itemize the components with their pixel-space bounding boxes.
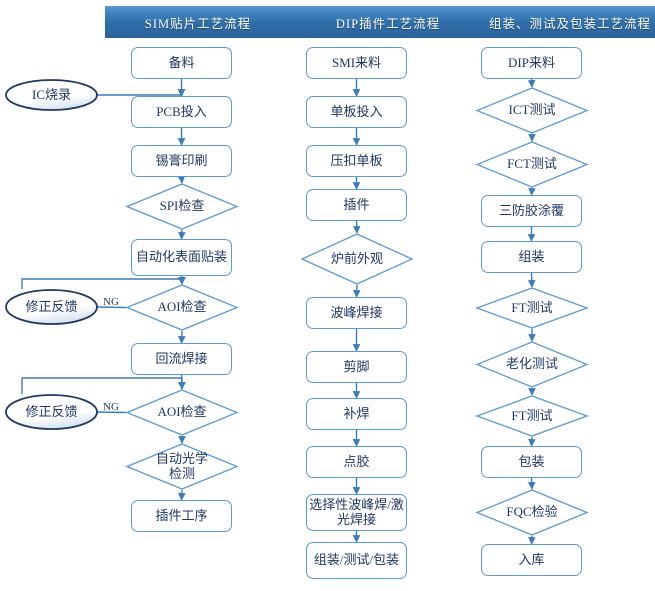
process-box-c2n11[interactable]: 组装/测试/包装 — [306, 542, 407, 579]
node-label: 回流焊接 — [155, 350, 208, 366]
process-box-c2n3[interactable]: 压扣单板 — [306, 145, 407, 177]
node-label: 剪脚 — [343, 358, 370, 374]
terminator-ellipse-c1e1[interactable]: IC烧录 — [4, 78, 99, 112]
connector — [527, 78, 536, 88]
process-box-c3n4[interactable]: 三防胶涂覆 — [481, 195, 582, 227]
node-label: 锡膏印刷 — [155, 152, 208, 168]
process-box-c1n2[interactable]: PCB投入 — [131, 96, 232, 128]
connector — [527, 272, 536, 288]
decision-diamond-c3n2[interactable]: ICT测试 — [475, 87, 589, 134]
node-label: 点胶 — [343, 453, 370, 469]
node-label: 备料 — [168, 54, 195, 70]
process-box-c2n7[interactable]: 剪脚 — [306, 351, 407, 383]
decision-diamond-c3n10[interactable]: FQC检验 — [475, 489, 589, 536]
decision-diamond-c1n6[interactable]: AOI检查 — [125, 284, 239, 331]
node-label: 组装/测试/包装 — [313, 552, 400, 568]
process-box-c1n5[interactable]: 自动化表面贴装 — [131, 239, 232, 276]
node-label: 压扣单板 — [330, 152, 383, 168]
node-label: 三防胶涂覆 — [498, 202, 564, 218]
node-label: DIP来料 — [508, 54, 555, 70]
node-label: PCB投入 — [156, 103, 207, 119]
connector — [528, 436, 536, 447]
process-box-c2n9[interactable]: 点胶 — [306, 446, 407, 478]
process-box-c2n6[interactable]: 波峰焊接 — [306, 297, 407, 329]
process-box-c1n1[interactable]: 备料 — [131, 47, 232, 79]
connector — [178, 489, 186, 501]
connector — [352, 220, 361, 234]
connector — [177, 275, 186, 285]
connector — [177, 330, 186, 344]
banner-label: 组装、测试及包装工艺流程 — [488, 16, 651, 31]
node-label: 包装 — [518, 453, 545, 469]
process-box-c3n9[interactable]: 包装 — [481, 446, 582, 478]
decision-diamond-c3n6[interactable]: FT测试 — [475, 287, 589, 329]
node-label: 组装 — [518, 248, 545, 264]
node-label: 补焊 — [343, 405, 370, 421]
connector — [352, 284, 361, 298]
banner-label: DIP插件工艺流程 — [335, 16, 441, 31]
process-box-c2n10[interactable]: 选择性波峰焊/激光焊接 — [306, 494, 407, 531]
terminator-ellipse-c1e2[interactable]: 修正反馈 — [4, 288, 99, 326]
process-box-c2n2[interactable]: 单板投入 — [306, 96, 407, 128]
process-box-c1n10[interactable]: 插件工序 — [131, 500, 232, 532]
node-label: 单板投入 — [330, 103, 383, 119]
terminator-ellipse-c1e3[interactable]: 修正反馈 — [4, 393, 99, 431]
process-box-c3n1[interactable]: DIP来料 — [481, 47, 582, 79]
node-label: 入库 — [518, 551, 545, 567]
node-label: 自动化表面贴装 — [135, 249, 227, 265]
banner-label: SIM贴片工艺流程 — [144, 16, 252, 31]
node-label: 波峰焊接 — [330, 304, 383, 320]
connector — [528, 535, 536, 545]
process-box-c1n7[interactable]: 回流焊接 — [131, 343, 232, 375]
edge-label-ng: NG — [103, 401, 119, 413]
node-label: 插件 — [343, 196, 370, 212]
decision-diamond-c3n3[interactable]: FCT测试 — [475, 141, 589, 188]
decision-diamond-c3n8[interactable]: FT测试 — [475, 395, 589, 437]
process-box-c1n3[interactable]: 锡膏印刷 — [131, 145, 232, 177]
connector — [178, 229, 186, 240]
node-label: 选择性波峰焊/激光焊接 — [309, 496, 404, 527]
decision-diamond-c1n9[interactable]: 自动光学检测 — [125, 443, 239, 490]
decision-diamond-c3n7[interactable]: 老化测试 — [475, 341, 589, 388]
decision-diamond-c2n5[interactable]: 炉前外观 — [300, 233, 414, 285]
decision-diamond-c1n4[interactable]: SPI检查 — [125, 183, 239, 230]
connector — [527, 477, 536, 490]
process-box-c2n1[interactable]: SMI来料 — [306, 47, 407, 79]
process-box-c2n4[interactable]: 插件 — [306, 189, 407, 221]
process-box-c2n8[interactable]: 补焊 — [306, 398, 407, 430]
connector — [528, 187, 536, 196]
node-label: SMI来料 — [331, 54, 382, 70]
decision-diamond-c1n8[interactable]: AOI检查 — [125, 389, 239, 436]
process-box-c3n5[interactable]: 组装 — [481, 241, 582, 273]
connector — [177, 374, 186, 390]
banner-sim-smt-process[interactable]: SIM贴片工艺流程 — [105, 6, 307, 38]
banner-assembly-test-pack-process[interactable]: 组装、测试及包装工艺流程 — [449, 6, 655, 38]
edge-label-ng: NG — [103, 296, 119, 308]
node-label: 插件工序 — [155, 507, 208, 523]
process-box-c3n11[interactable]: 入库 — [481, 544, 582, 576]
